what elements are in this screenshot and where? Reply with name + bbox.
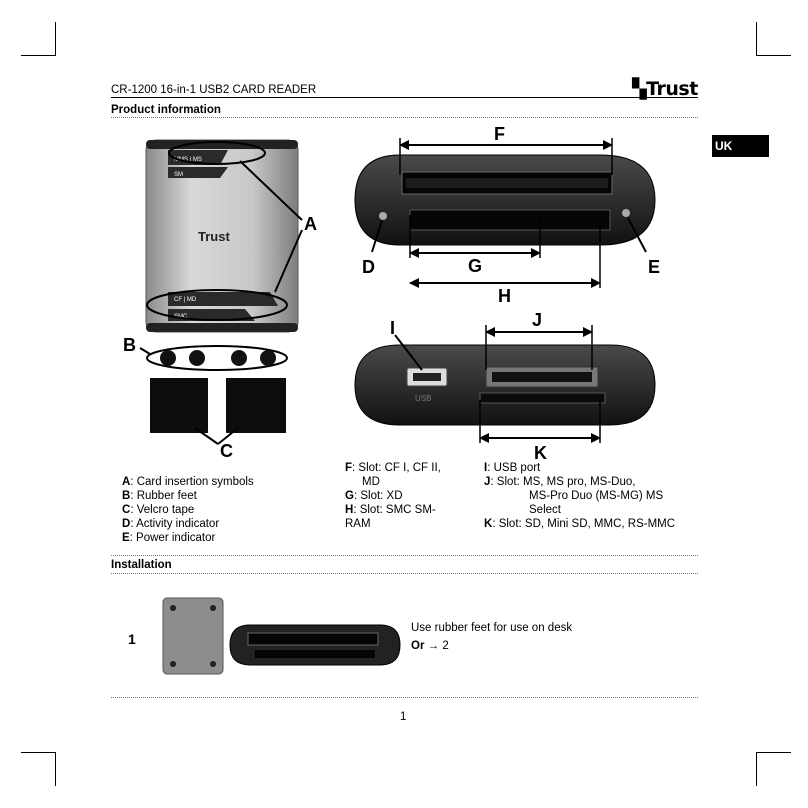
legend-rule <box>111 555 698 556</box>
legend-column-2: F: Slot: CF I, CF II, MD G: Slot: XD H: … <box>345 461 475 531</box>
label-g: G <box>468 256 482 276</box>
installation-figure <box>162 597 401 675</box>
foot-position <box>170 661 176 667</box>
crop-mark-bottom-right-v <box>756 752 757 786</box>
foot-position <box>210 605 216 611</box>
section-rule <box>111 573 698 574</box>
legend-item: K: Slot: SD, Mini SD, MMC, RS-MMC <box>484 518 676 530</box>
card-reader-front: MMS | MS SM Trust CF | MD SMC <box>145 139 299 333</box>
legend-item: G: Slot: XD <box>345 490 403 502</box>
section-title-product-information: Product information <box>111 104 221 116</box>
legend-item: H: Slot: SMC SM- <box>345 504 436 516</box>
next-step-number: 2 <box>442 640 449 652</box>
callout-line-i <box>394 334 423 371</box>
rubber-foot <box>160 350 176 366</box>
header-rule <box>111 97 698 98</box>
foot-position <box>210 661 216 667</box>
label-i: I <box>390 318 395 338</box>
callout-line-c-left <box>194 427 219 445</box>
callout-line-c-right <box>217 427 239 445</box>
callout-line-a-bottom <box>274 229 303 293</box>
label-e: E <box>648 257 660 277</box>
brand-logo: ▚Trust <box>632 78 698 100</box>
installation-next-step: Or → 2 <box>411 640 449 652</box>
legend-item: D: Activity indicator <box>122 518 220 530</box>
installation-instruction: Use rubber feet for use on desk <box>411 622 573 634</box>
product-figure: MMS | MS SM Trust CF | MD SMC A B C F G <box>123 124 660 463</box>
legend-item: I: USB port <box>484 462 541 474</box>
legend-item-continuation: MD <box>362 476 380 488</box>
device-brand-label: Trust <box>198 229 230 244</box>
arrow-icon: → <box>427 640 440 652</box>
card-reader-side-view: USB <box>354 344 656 426</box>
label-b: B <box>123 335 136 355</box>
label-a: A <box>304 214 317 234</box>
label-d: D <box>362 257 375 277</box>
callout-ellipse-bottom <box>146 289 288 321</box>
legend-item: E: Power indicator <box>122 532 216 544</box>
callout-line-d <box>371 219 383 253</box>
label-f: F <box>494 124 505 144</box>
callout-ellipse-feet <box>146 345 288 371</box>
page-number: 1 <box>400 711 407 723</box>
rubber-foot <box>189 350 205 366</box>
brand-logo-mark: ▚ <box>632 78 647 100</box>
legend-item: J: Slot: MS, MS pro, MS-Duo, <box>484 476 636 488</box>
velcro-tape-right <box>226 378 286 433</box>
callout-line-b <box>139 347 151 355</box>
top-slot-label-2: SM <box>174 172 183 178</box>
legend-item: F: Slot: CF I, CF II, <box>345 462 441 474</box>
label-k: K <box>534 443 547 463</box>
footer-rule <box>111 697 698 698</box>
crop-mark-top-left-v <box>55 22 56 56</box>
velcro-tape-left <box>150 378 208 433</box>
bottom-slot-label-1: CF | MD <box>174 297 197 303</box>
crop-mark-top-left-h <box>21 55 56 56</box>
step-number: 1 <box>128 631 136 647</box>
rubber-foot <box>260 350 276 366</box>
callout-line-a-top <box>239 160 303 221</box>
rubber-foot <box>231 350 247 366</box>
callout-ellipse-top <box>168 141 266 165</box>
brand-name: Trust <box>646 78 698 100</box>
legend-item-continuation: RAM <box>345 518 371 530</box>
legend-item: B: Rubber feet <box>122 490 197 502</box>
section-title-installation: Installation <box>111 559 172 571</box>
crop-mark-bottom-left-v <box>55 752 56 786</box>
foot-position <box>170 605 176 611</box>
document-title: CR-1200 16-in-1 USB2 CARD READER <box>111 84 317 96</box>
label-h: H <box>498 286 511 306</box>
legend-item: A: Card insertion symbols <box>122 476 254 488</box>
label-c: C <box>220 441 233 461</box>
legend-item-continuation: Select <box>529 504 561 516</box>
crop-mark-bottom-left-h <box>21 752 56 753</box>
crop-mark-top-right-v <box>756 22 757 56</box>
legend-item-continuation: MS-Pro Duo (MS-MG) MS <box>529 490 664 502</box>
reader-bottom-view <box>162 597 224 675</box>
legend-column-1: A: Card insertion symbols B: Rubber feet… <box>122 475 332 545</box>
section-rule <box>111 117 698 118</box>
legend-column-3: I: USB port J: Slot: MS, MS pro, MS-Duo,… <box>484 461 704 531</box>
crop-mark-bottom-right-h <box>756 752 791 753</box>
language-tab-uk: UK <box>712 135 769 157</box>
label-j: J <box>532 310 542 330</box>
usb-port-label: USB <box>415 394 431 403</box>
or-label: Or <box>411 640 425 652</box>
crop-mark-top-right-h <box>756 55 791 56</box>
callout-line-e <box>627 217 647 253</box>
legend-item: C: Velcro tape <box>122 504 195 516</box>
top-slot-label-1: MMS | MS <box>174 157 202 163</box>
